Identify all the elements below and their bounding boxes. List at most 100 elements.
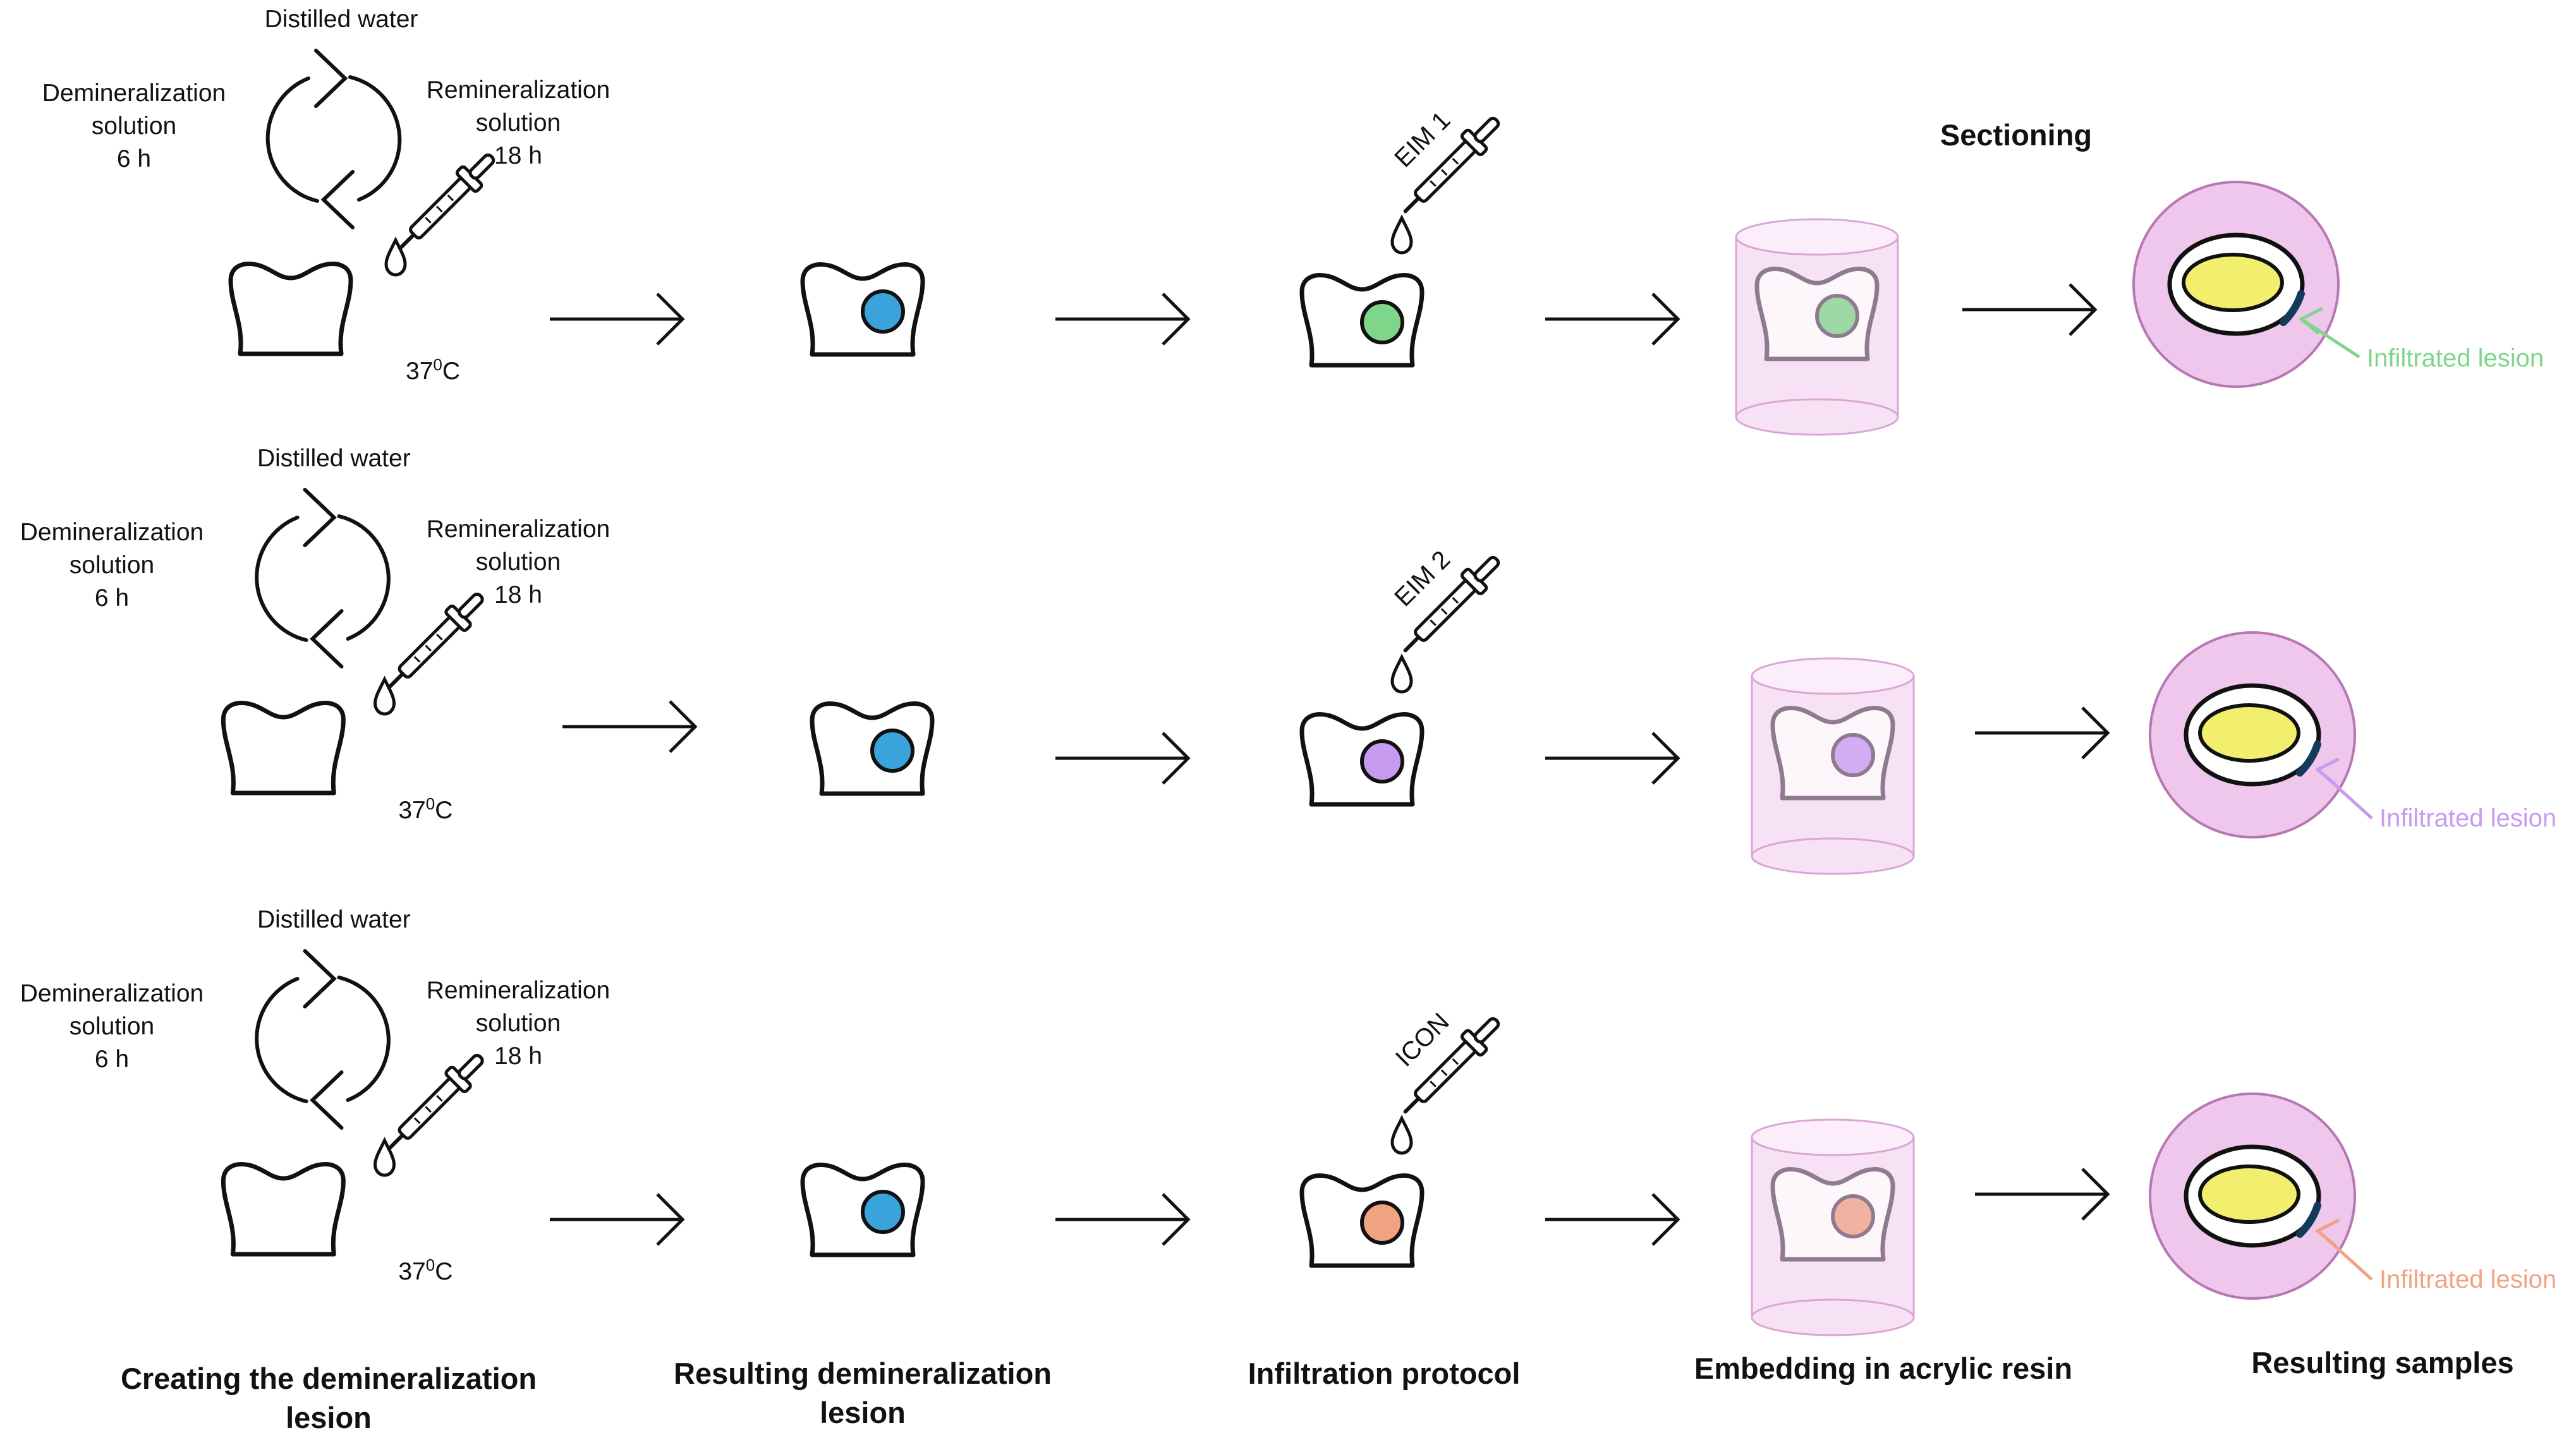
demineralization-label: Demineralization — [20, 519, 204, 546]
distilled-water-label: Distilled water — [265, 6, 418, 33]
infiltrated-tooth-icon — [1302, 715, 1422, 804]
pipette-icon — [391, 147, 501, 258]
column-header-4: Embedding in acrylic resin — [1694, 1352, 2072, 1385]
temperature-label: 370C — [398, 1255, 453, 1285]
arrow-head — [1651, 293, 1680, 346]
lesion-spot — [1360, 1201, 1404, 1245]
infiltrated-tooth-icon — [1302, 275, 1422, 365]
process-arrow — [1975, 706, 2110, 759]
infiltrated-lesion-label: Infiltrated lesion — [2379, 804, 2556, 832]
process-arrow — [1975, 1168, 2110, 1221]
arrow-head — [656, 293, 685, 346]
lesion-spot — [1360, 739, 1404, 784]
resin-bottom — [1751, 1298, 1915, 1336]
infiltrated-lesion-label: Infiltrated lesion — [2379, 1266, 2556, 1293]
column-header-3: Infiltration protocol — [1248, 1357, 1521, 1390]
sample-disc — [2132, 181, 2340, 388]
pointer-head — [2298, 306, 2324, 335]
column-header-5: Resulting samples — [2251, 1346, 2513, 1379]
arrow-head — [669, 700, 698, 753]
infiltrated-zone — [2296, 1202, 2321, 1238]
demineralization-label: Demineralization — [20, 980, 204, 1007]
arrow-head — [1162, 1193, 1191, 1246]
embedded-tooth-icon — [1773, 1170, 1893, 1259]
demineralization-label: solution — [70, 1013, 154, 1040]
lesion-spot — [870, 729, 914, 773]
resin-block — [1751, 1118, 1915, 1336]
process-arrow — [550, 293, 685, 346]
process-arrow — [1962, 283, 2098, 336]
cycle-arrows-icon — [257, 490, 389, 667]
infiltrated-lesion-pointer — [2314, 1218, 2373, 1281]
resin-bottom — [1735, 398, 1899, 436]
arrow-head — [2081, 706, 2110, 759]
tooth-outline — [223, 703, 343, 793]
protocol-rows: Distilled waterDemineralizationsolution6… — [20, 6, 2556, 1336]
resin-block — [1735, 218, 1899, 436]
demineralization-label: solution — [92, 112, 176, 140]
pipette-body — [380, 1048, 490, 1158]
infiltrated-tooth-icon — [1302, 1176, 1422, 1266]
infiltrated-zone — [2280, 290, 2305, 326]
demineralization-label: 6 h — [95, 1046, 129, 1073]
protocol-row-2: Distilled waterDemineralizationsolution6… — [20, 445, 2556, 875]
arrow-head — [1162, 732, 1191, 785]
tooth-icon — [223, 703, 343, 793]
resin-bottom — [1751, 837, 1915, 875]
process-arrow — [1545, 732, 1680, 785]
process-arrow — [550, 1193, 685, 1246]
embedded-tooth-icon — [1757, 269, 1877, 359]
remineralization-label: 18 h — [494, 142, 542, 169]
column-header-1: lesion — [286, 1401, 372, 1434]
pipette-icon — [380, 1048, 490, 1158]
lesion-spot — [1360, 300, 1404, 344]
dentin-core — [2182, 253, 2284, 312]
cycle-arrows-icon — [257, 951, 389, 1128]
tooth-outline — [223, 1165, 343, 1254]
demineralization-label: 6 h — [95, 584, 129, 612]
pipette-icon — [380, 586, 490, 697]
resin-top — [1751, 657, 1915, 695]
remineralization-label: solution — [476, 1010, 561, 1037]
process-arrow — [562, 700, 698, 753]
demineralization-label: 6 h — [117, 145, 151, 172]
infiltrated-zone — [2296, 741, 2321, 777]
remineralization-label: 18 h — [494, 581, 542, 608]
process-arrow — [1055, 293, 1191, 346]
demineralized-tooth-icon — [803, 265, 923, 354]
remineralization-label: Remineralization — [427, 516, 610, 543]
remineralization-label: Remineralization — [427, 76, 610, 104]
sample-disc — [2149, 631, 2356, 838]
column-header-2: Resulting demineralization — [674, 1357, 1052, 1390]
sectioning-label: Sectioning — [1940, 118, 2092, 152]
demineralized-tooth-icon — [803, 1165, 923, 1255]
lesion-spot — [1831, 733, 1875, 777]
demineralization-label: Demineralization — [42, 80, 226, 107]
infiltrant-drop-icon — [1392, 1118, 1411, 1153]
distilled-water-label: Distilled water — [257, 906, 411, 933]
remineralization-label: Remineralization — [427, 977, 610, 1004]
sample-disc — [2149, 1092, 2356, 1300]
remineralization-label: 18 h — [494, 1043, 542, 1070]
column-header-2: lesion — [820, 1396, 906, 1429]
infiltrated-lesion-pointer — [2314, 757, 2373, 820]
lesion-spot — [1831, 1194, 1875, 1238]
temperature-label: 370C — [406, 355, 460, 385]
pipette-body — [380, 586, 490, 697]
dentin-core — [2198, 703, 2300, 763]
arrow-head — [656, 1193, 685, 1246]
process-arrow — [1545, 1193, 1680, 1246]
lesion-spot — [861, 289, 905, 334]
remineralization-label: solution — [476, 548, 561, 576]
pointer-head — [2314, 757, 2340, 785]
embedded-tooth-icon — [1773, 708, 1893, 798]
tooth-outline — [231, 264, 351, 354]
pipette-body — [391, 147, 501, 258]
resin-top — [1751, 1118, 1915, 1156]
infiltrated-lesion-pointer — [2298, 306, 2360, 359]
process-arrow — [1055, 732, 1191, 785]
dentin-core — [2198, 1165, 2300, 1224]
